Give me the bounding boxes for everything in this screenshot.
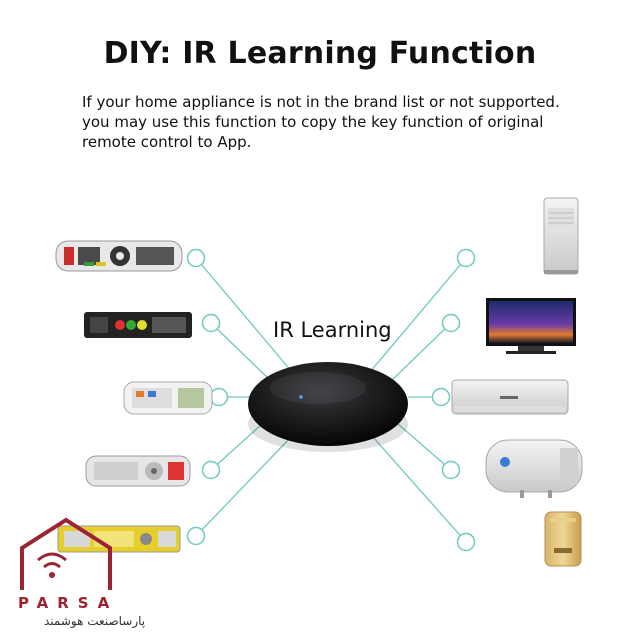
description-line: you may use this function to copy the ke… [82, 113, 544, 131]
parsa-logo-icon [20, 517, 112, 590]
connection-line [369, 257, 467, 373]
connection-line [389, 322, 452, 383]
connection-line [195, 435, 293, 537]
node-circle [201, 460, 221, 480]
remote-control-4-icon [85, 455, 191, 487]
television-icon [486, 298, 576, 354]
water-heater-icon [485, 439, 583, 498]
node-circle [209, 387, 229, 407]
node-circles [186, 248, 476, 552]
node-circle [441, 313, 461, 333]
page-title: DIY: IR Learning Function [103, 36, 537, 71]
connection-lines [195, 257, 467, 543]
node-circle [186, 248, 206, 268]
remote-control-3-icon [123, 381, 213, 415]
air-conditioner-icon [451, 379, 569, 415]
remote-control-2-icon [84, 312, 192, 338]
node-circle [441, 460, 461, 480]
air-purifier-icon [544, 511, 582, 567]
connection-line [210, 322, 273, 383]
connection-line [397, 423, 452, 471]
connection-line [195, 257, 293, 373]
logo-name: PARSA [18, 594, 119, 612]
description: If your home appliance is not in the bra… [82, 92, 602, 152]
remote-control-5-icon [57, 525, 181, 553]
node-circle [201, 313, 221, 333]
node-circle [456, 248, 476, 268]
logo-subtitle: پارساصنعت هوشمند [44, 614, 146, 628]
description-line: remote control to App. [82, 133, 252, 151]
node-circle [456, 532, 476, 552]
node-circle [186, 526, 206, 546]
connection-line [210, 423, 263, 471]
node-circle [431, 387, 451, 407]
air-cooler-icon [543, 197, 579, 275]
remote-control-1-icon [55, 240, 183, 272]
description-line: If your home appliance is not in the bra… [82, 93, 560, 111]
connection-line [371, 435, 467, 543]
hub-label: IR Learning [273, 318, 392, 342]
ir-hub-device [248, 362, 408, 452]
